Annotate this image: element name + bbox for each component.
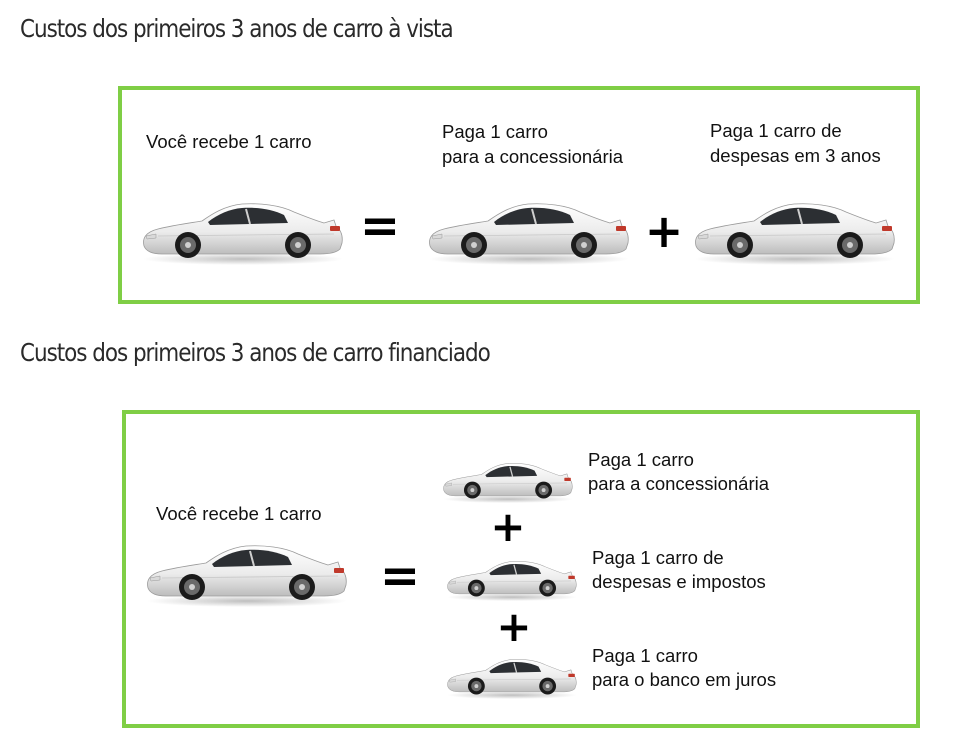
pay-expenses-label-line1: Paga 1 carro de xyxy=(710,120,842,141)
receive-car-label-financed: Você recebe 1 carro xyxy=(156,503,322,524)
pay-dealer-label-line2: para a concessionária xyxy=(442,146,623,167)
section1-heading: Custos dos primeiros 3 anos de carro à v… xyxy=(20,14,454,43)
received-car-image-financed xyxy=(142,538,352,608)
dealer-car-image-small xyxy=(440,458,576,504)
receive-car-label: Você recebe 1 carro xyxy=(146,131,312,152)
pay-taxes-label-line1: Paga 1 carro de xyxy=(592,547,724,568)
expenses-car-image xyxy=(690,196,900,266)
pay-bank-label-line2: para o banco em juros xyxy=(592,669,777,690)
financed-purchase-panel: Você recebe 1 carro = Paga 1 carro para … xyxy=(122,410,920,728)
cash-purchase-panel: Você recebe 1 carro Paga 1 carro para a … xyxy=(118,86,920,304)
section2-heading: Custos dos primeiros 3 anos de carro fin… xyxy=(20,338,491,367)
equals-sign: = xyxy=(359,198,401,254)
plus-sign-upper: + xyxy=(490,502,526,551)
plus-sign-lower: + xyxy=(496,602,532,651)
bank-car-image-small xyxy=(444,654,580,700)
taxes-car-image-small xyxy=(444,556,580,602)
equals-sign-financed: = xyxy=(379,548,421,604)
pay-taxes-label-line2: despesas e impostos xyxy=(592,571,766,592)
dealer-car-image xyxy=(424,196,634,266)
received-car-image xyxy=(138,196,348,266)
pay-dealer-label-financed-line1: Paga 1 carro xyxy=(588,449,694,470)
pay-bank-label-line1: Paga 1 carro xyxy=(592,645,698,666)
plus-sign: + xyxy=(644,204,684,258)
pay-expenses-label-line2: despesas em 3 anos xyxy=(710,145,881,166)
pay-dealer-label-financed-line2: para a concessionária xyxy=(588,473,769,494)
pay-dealer-label-line1: Paga 1 carro xyxy=(442,121,548,142)
